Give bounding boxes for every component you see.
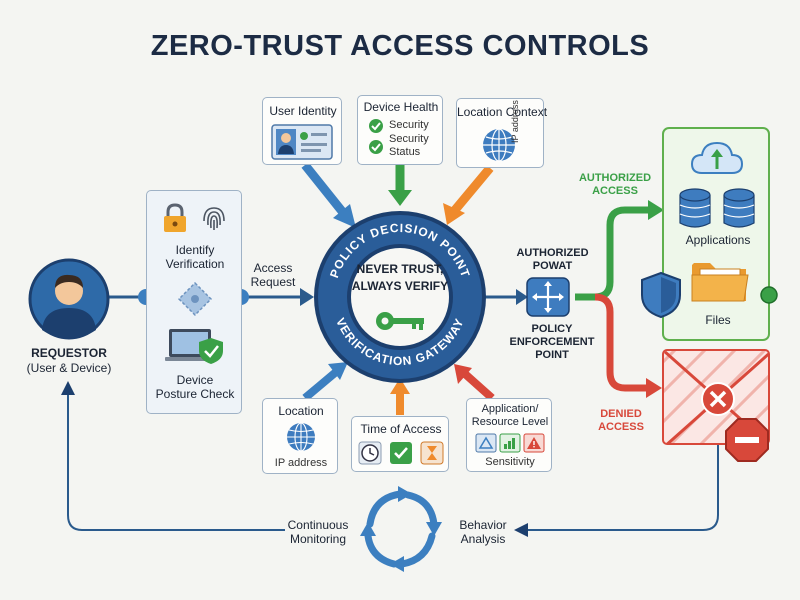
location-context-label: Location Context (457, 105, 548, 119)
behavior-analysis-label: Behavior Analysis (459, 518, 507, 546)
access-request-arrowhead (300, 288, 314, 306)
never-trust-label: NEVER TRUST, ALWAYS VERIFY (351, 262, 449, 293)
time-of-access-card: Time of Access (351, 416, 449, 472)
pep-bottom-label: POLICY ENFORCEMENT POINT (509, 323, 595, 361)
folder-icon (691, 263, 749, 302)
location-context-arrow (443, 165, 494, 225)
access-request-label: Access Request (250, 261, 296, 289)
device-health-card: Device Health Security Security Status (357, 95, 443, 165)
location-card: Location IP address (262, 398, 338, 474)
continuous-monitoring-label: Continuous Monitoring (287, 518, 349, 546)
user-identity-arrow (301, 162, 356, 228)
time-of-access-label: Time of Access (360, 422, 442, 436)
application-resource-card: Application/ Resource Level Sensitivity (466, 398, 552, 472)
location-ip-label: IP address (274, 457, 328, 469)
requestor-avatar-icon (28, 258, 110, 340)
applications-label: Applications (685, 233, 751, 247)
authorized-resources-panel: Applications Files (662, 127, 770, 341)
clock-icon (358, 441, 382, 465)
authorized-access-label: AUTHORIZED ACCESS (578, 172, 652, 197)
cloud-icon (690, 141, 744, 174)
user-identity-label: User Identity (269, 104, 337, 118)
files-label: Files (705, 313, 731, 327)
denied-path (594, 293, 662, 398)
location-arrow (302, 362, 348, 402)
denied-access-panel (662, 349, 770, 445)
device-health-arrow (388, 162, 412, 206)
requestor-label: REQUESTOR (31, 346, 107, 360)
padlock-icon (164, 203, 186, 232)
database-icon (679, 188, 755, 228)
location-context-card: Location Context IP address (456, 98, 548, 168)
application-resource-label: Application/ Resource Level (471, 403, 549, 428)
feedback-line-left (61, 381, 285, 531)
page-title: ZERO-TRUST ACCESS CONTROLS (150, 30, 650, 62)
sensitivity-levels-icon (475, 433, 545, 453)
id-card-icon (271, 124, 333, 160)
device-health-item: Security (389, 119, 429, 131)
pep-router-icon (526, 277, 570, 317)
globe-icon (483, 128, 515, 162)
globe-icon (287, 422, 315, 452)
time-arrow (390, 378, 410, 415)
status-indicator-icon (760, 286, 778, 304)
user-identity-card: User Identity (262, 97, 342, 165)
device-health-item: Security Status (389, 133, 429, 158)
check-icon (369, 140, 383, 154)
shield-icon (641, 271, 681, 319)
identify-verification-label: Identify Verification (165, 243, 225, 271)
laptop-shield-icon (165, 329, 223, 364)
application-arrow (454, 364, 495, 401)
crosshair-icon (177, 281, 213, 317)
policy-decision-ring: POLICY DECISION POINT VERIFICATION GATEW… (314, 211, 486, 383)
feedback-line-right (514, 430, 719, 537)
fingerprint-icon (203, 207, 225, 230)
hourglass-icon (420, 441, 444, 465)
denied-access-label: DENIED ACCESS (598, 408, 644, 433)
requestor-sublabel: (User & Device) (26, 361, 112, 375)
check-icon (369, 119, 383, 133)
key-icon (376, 312, 424, 330)
sensitivity-label: Sensitivity (485, 456, 535, 468)
device-posture-label: Device Posture Check (155, 373, 235, 401)
location-label: Location (278, 404, 324, 418)
device-health-label: Device Health (363, 100, 439, 114)
denied-x-icon (664, 351, 768, 443)
location-context-ip-label: IP address (510, 100, 520, 143)
left-verification-panel: Identify Verification Device Posture Che… (146, 190, 242, 414)
continuous-cycle-icon (360, 486, 442, 572)
pep-top-label: AUTHORIZED POWAT (516, 247, 589, 272)
check-icon (390, 442, 412, 464)
stop-sign-icon (725, 418, 769, 462)
